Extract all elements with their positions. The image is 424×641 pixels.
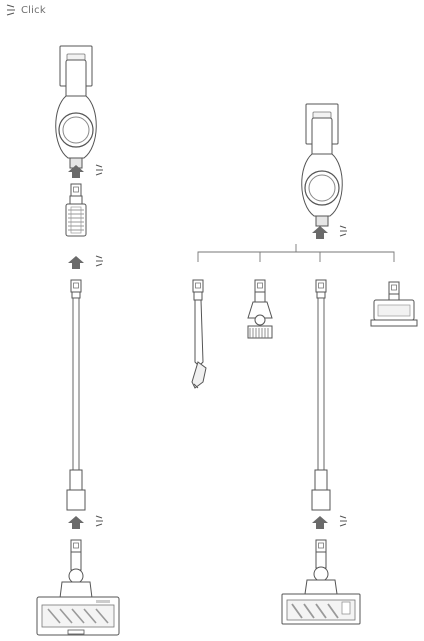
arrow-up-icon [312,226,328,239]
floor-brush-right [281,539,361,625]
extension-tube-left [70,280,82,490]
arrow-up-icon [312,516,328,529]
click-legend: Click [6,3,46,17]
mini-motor-brush [370,281,418,327]
click-legend-label: Click [21,4,46,16]
click-indicator-icon [339,225,348,237]
crevice-tool [191,279,207,389]
click-indicator-icon [95,255,104,267]
handle-unit-left [55,45,97,169]
left-column [36,45,120,636]
floor-brush-left [36,539,120,636]
click-lines-icon [6,4,15,16]
arrow-up-icon [68,256,84,269]
attachment-bracket [197,244,395,262]
extension-adapter [65,183,87,237]
extension-tube-right [315,280,327,490]
handle-unit-right [301,103,343,227]
click-indicator-icon [339,515,348,527]
dusting-brush-tool [247,279,273,339]
arrow-up-icon [68,516,84,529]
click-indicator-icon [95,515,104,527]
right-section [191,103,418,625]
click-indicator-icon [95,164,104,176]
